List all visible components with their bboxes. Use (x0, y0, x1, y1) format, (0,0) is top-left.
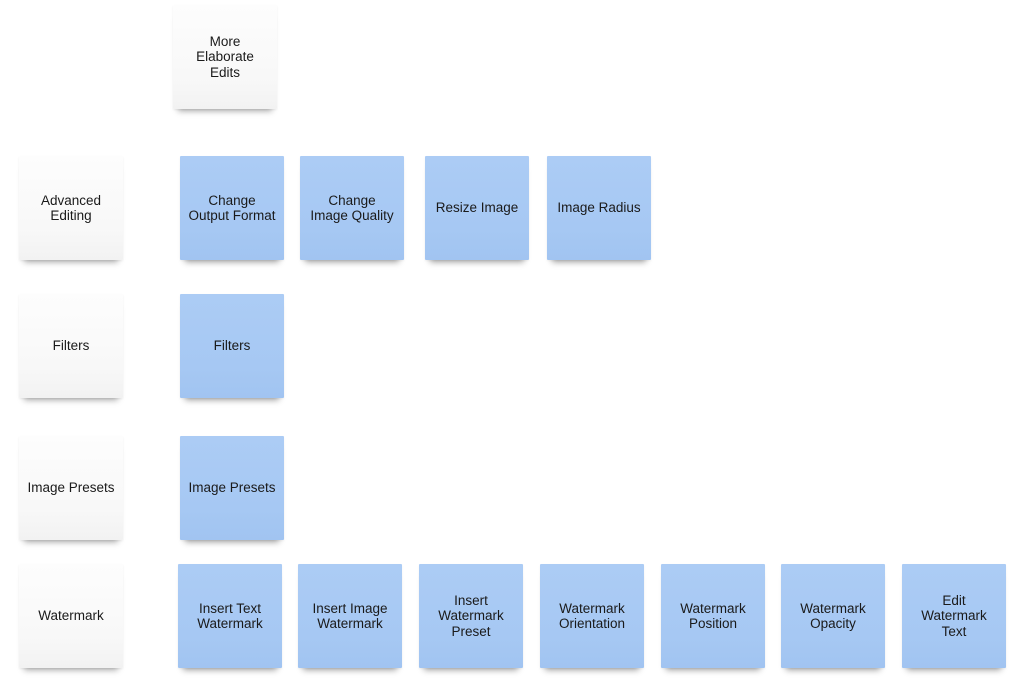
note-label: Image Presets (188, 480, 276, 496)
note-change-image-quality[interactable]: Change Image Quality (300, 156, 404, 260)
note-label: Insert Text Watermark (197, 600, 263, 632)
note-label: Edit Watermark Text (921, 592, 987, 639)
note-more-elaborate-edits[interactable]: More Elaborate Edits (173, 5, 277, 109)
note-label: Insert Watermark Preset (438, 592, 504, 639)
note-label: Watermark (38, 608, 104, 624)
note-watermark-position[interactable]: Watermark Position (661, 564, 765, 668)
note-label: More Elaborate Edits (196, 33, 254, 80)
note-watermark-opacity[interactable]: Watermark Opacity (781, 564, 885, 668)
note-insert-watermark-preset[interactable]: Insert Watermark Preset (419, 564, 523, 668)
note-image-radius[interactable]: Image Radius (547, 156, 651, 260)
note-image-presets[interactable]: Image Presets (180, 436, 284, 540)
note-insert-image-watermark[interactable]: Insert Image Watermark (298, 564, 402, 668)
note-label: Change Image Quality (310, 192, 394, 224)
note-label: Resize Image (435, 200, 519, 216)
note-change-output-format[interactable]: Change Output Format (180, 156, 284, 260)
note-filters[interactable]: Filters (180, 294, 284, 398)
note-label: Filters (52, 338, 90, 354)
note-label: Change Output Format (188, 192, 276, 224)
note-category-filters[interactable]: Filters (19, 294, 123, 398)
note-watermark-orientation[interactable]: Watermark Orientation (540, 564, 644, 668)
note-label: Watermark Position (680, 600, 746, 632)
note-label: Watermark Orientation (558, 600, 626, 632)
note-label: Image Presets (27, 480, 115, 496)
note-category-advanced-editing[interactable]: Advanced Editing (19, 156, 123, 260)
note-label: Image Radius (557, 200, 641, 216)
note-resize-image[interactable]: Resize Image (425, 156, 529, 260)
note-category-image-presets[interactable]: Image Presets (19, 436, 123, 540)
note-label: Insert Image Watermark (312, 600, 388, 632)
note-edit-watermark-text[interactable]: Edit Watermark Text (902, 564, 1006, 668)
note-category-watermark[interactable]: Watermark (19, 564, 123, 668)
note-label: Filters (213, 338, 251, 354)
note-label: Advanced Editing (40, 192, 102, 224)
note-label: Watermark Opacity (800, 600, 866, 632)
note-insert-text-watermark[interactable]: Insert Text Watermark (178, 564, 282, 668)
